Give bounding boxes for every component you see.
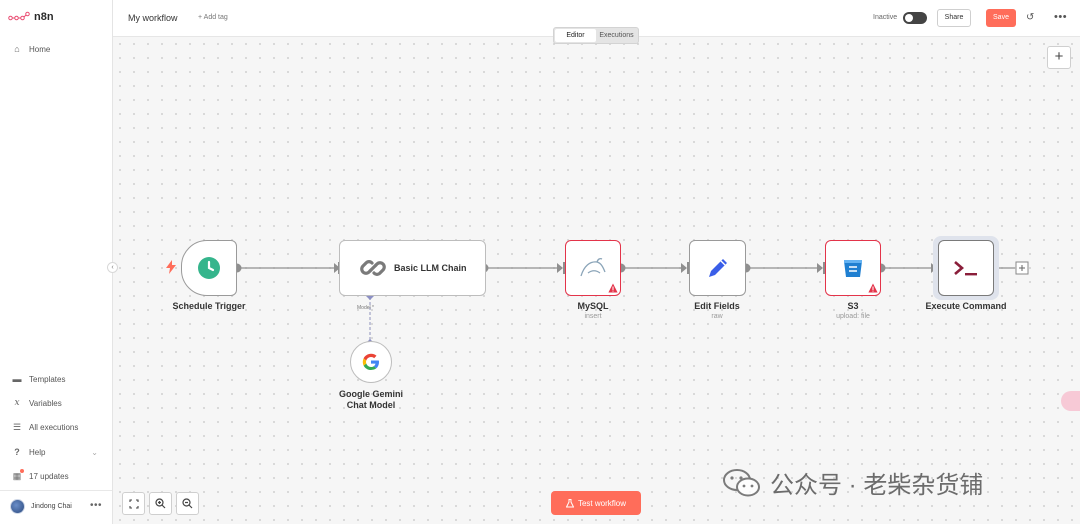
flask-icon xyxy=(565,498,574,507)
gift-icon: ▦ xyxy=(12,469,24,482)
user-name: Jindong Chai xyxy=(31,503,72,510)
workflow-name[interactable]: My workflow xyxy=(128,13,178,23)
tab-editor[interactable]: Editor xyxy=(555,29,596,42)
help-icon: ? xyxy=(14,447,20,457)
node-s3[interactable] xyxy=(825,240,881,296)
node-edit-fields[interactable] xyxy=(689,240,746,296)
warning-icon xyxy=(608,283,618,293)
add-node-button[interactable]: + xyxy=(1047,46,1071,69)
watermark: 公众号 · 老柴杂货铺 xyxy=(722,465,983,500)
arrow-head xyxy=(557,263,563,273)
history-icon[interactable]: ↺ xyxy=(1026,12,1035,23)
node-subtitle: upload: file xyxy=(836,313,870,320)
sidebar-item-all-executions[interactable]: ☰ All executions xyxy=(12,422,78,433)
logo-text: n8n xyxy=(34,11,54,23)
tab-executions[interactable]: Executions xyxy=(599,32,634,39)
sidebar-item-label: All executions xyxy=(29,423,79,432)
status-label: Inactive xyxy=(873,14,898,21)
node-execute-command[interactable] xyxy=(938,240,994,296)
templates-icon: ▬ xyxy=(12,374,22,384)
sidebar-item-templates[interactable]: ▬ Templates xyxy=(12,374,66,384)
n8n-logo[interactable]: n8n xyxy=(8,11,54,23)
zoom-in-icon xyxy=(155,498,166,509)
google-g-icon xyxy=(362,353,379,370)
arrow-head xyxy=(334,263,340,273)
chain-link-icon xyxy=(360,260,386,276)
terminal-icon xyxy=(954,261,977,276)
zoom-out-icon xyxy=(182,498,193,509)
sidebar: n8n ⌂ Home ▬ Templates x Variables ☰ All… xyxy=(0,0,113,524)
warning-icon xyxy=(868,283,878,293)
pencil-icon xyxy=(708,259,727,277)
home-icon: ⌂ xyxy=(14,44,20,54)
node-subtitle: raw xyxy=(711,313,723,320)
arrow-head xyxy=(817,263,823,273)
sidebar-item-variables[interactable]: x Variables xyxy=(12,398,62,408)
node-schedule-trigger[interactable] xyxy=(181,240,237,296)
sidebar-item-label: Home xyxy=(29,44,51,54)
add-tag-button[interactable]: + Add tag xyxy=(198,14,228,21)
test-workflow-label: Test workflow xyxy=(577,498,626,508)
bucket-icon xyxy=(844,260,862,277)
clock-icon xyxy=(198,257,220,279)
chevron-down-icon: ⌄ xyxy=(91,447,98,457)
sidebar-item-label: Variables xyxy=(29,398,62,408)
n8n-logo-icon xyxy=(8,11,30,21)
node-label: S3 xyxy=(847,301,859,311)
node-subtitle: insert xyxy=(584,313,602,320)
sidebar-item-help[interactable]: ? Help ⌄ xyxy=(12,447,98,457)
zoom-out-button[interactable] xyxy=(176,492,199,515)
node-basic-llm-chain[interactable]: Basic LLM Chain xyxy=(339,240,486,296)
collapse-sidebar-icon[interactable]: ‹ xyxy=(107,262,118,273)
user-menu-icon[interactable]: ••• xyxy=(90,500,103,511)
node-label: Google Gemini Chat Model xyxy=(338,389,403,410)
more-options-icon[interactable]: ••• xyxy=(1054,11,1068,23)
node-label: Edit Fields xyxy=(694,301,740,311)
sidebar-item-label: Help xyxy=(29,447,46,457)
mysql-dolphin-icon xyxy=(580,257,606,277)
active-toggle[interactable] xyxy=(903,12,927,24)
variables-icon: x xyxy=(14,398,20,408)
node-label: MySQL xyxy=(577,301,609,311)
save-button[interactable]: Save xyxy=(986,9,1016,27)
node-mysql[interactable] xyxy=(565,240,621,296)
list-icon: ☰ xyxy=(12,422,22,432)
sidebar-item-label: Templates xyxy=(29,374,66,384)
node-label: Schedule Trigger xyxy=(172,301,246,311)
arrow-head xyxy=(681,263,687,273)
wechat-logo-icon xyxy=(723,468,760,496)
sidebar-divider xyxy=(0,490,112,491)
fit-view-button[interactable] xyxy=(122,492,145,515)
zoom-in-button[interactable] xyxy=(149,492,172,515)
model-port-label: Model * xyxy=(357,305,374,311)
view-tabs: Editor Executions xyxy=(553,27,639,44)
side-assistant-tab[interactable] xyxy=(1061,391,1080,411)
sidebar-item-updates[interactable]: ▦ 17 updates xyxy=(12,469,69,482)
test-workflow-button[interactable]: Test workflow xyxy=(551,491,641,515)
avatar xyxy=(10,499,25,514)
fit-view-icon xyxy=(128,498,139,509)
node-label: Basic LLM Chain xyxy=(394,263,467,273)
node-google-gemini-chat-model[interactable] xyxy=(350,341,392,383)
trigger-bolt-icon xyxy=(166,260,176,274)
user-profile[interactable]: Jindong Chai xyxy=(10,499,72,514)
node-label: Execute Command xyxy=(925,301,1007,311)
share-button[interactable]: Share xyxy=(937,9,971,27)
sidebar-item-home[interactable]: ⌂ Home xyxy=(12,44,50,54)
sidebar-item-label: 17 updates xyxy=(29,472,69,481)
watermark-text: 公众号 · 老柴杂货铺 xyxy=(770,472,984,499)
